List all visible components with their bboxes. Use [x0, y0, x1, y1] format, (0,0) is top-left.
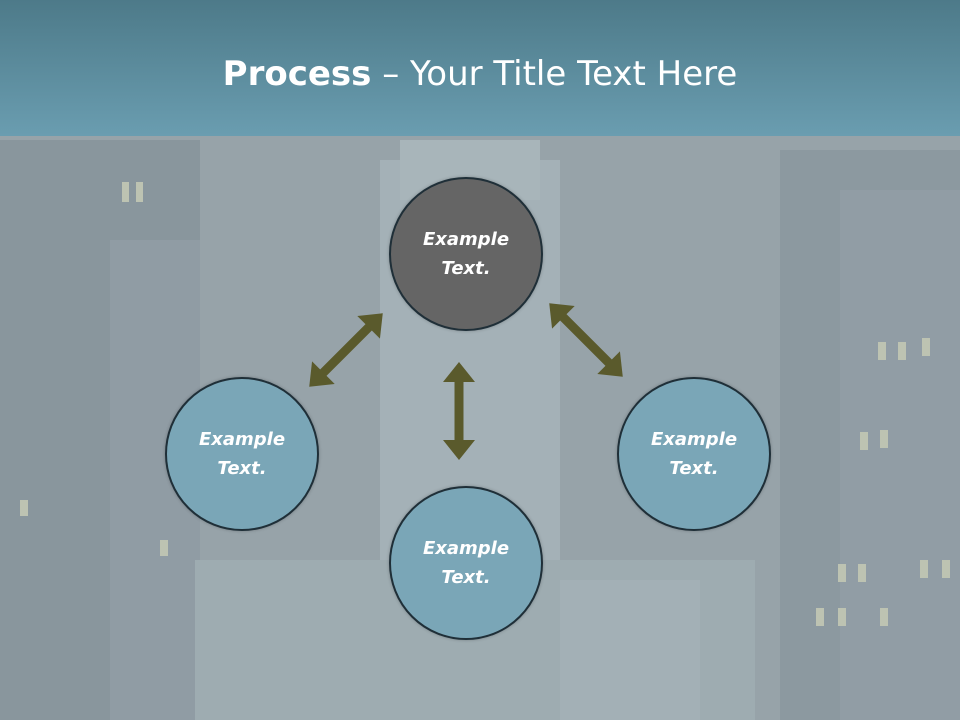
slide-title: Process – Your Title Text Here: [0, 50, 960, 98]
title-bold: Process: [222, 54, 372, 94]
node-bottom: Example Text.: [389, 486, 543, 640]
title-separator: –: [371, 54, 411, 94]
node-bottom-label: Example Text.: [422, 538, 510, 588]
arrow-top-left: [309, 313, 383, 387]
title-rest: Your Title Text Here: [410, 54, 738, 94]
node-top-label: Example Text.: [422, 229, 510, 279]
node-left-label: Example Text.: [198, 429, 286, 479]
node-right-label: Example Text.: [650, 429, 738, 479]
node-left: Example Text.: [165, 377, 319, 531]
arrow-vertical: [443, 362, 475, 460]
node-right: Example Text.: [617, 377, 771, 531]
title-bar: Process – Your Title Text Here: [0, 0, 960, 136]
arrow-top-right: [549, 303, 623, 377]
node-top: Example Text.: [389, 177, 543, 331]
